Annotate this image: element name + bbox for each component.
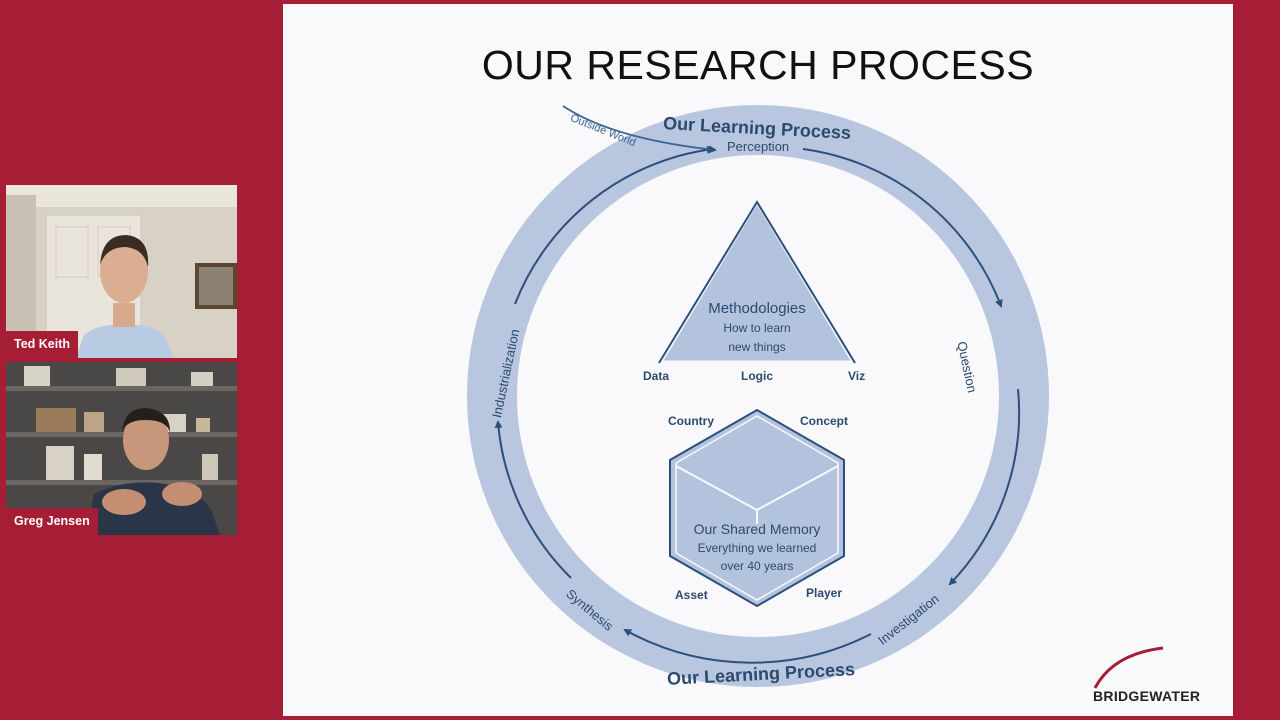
video-feed-greg-jensen	[6, 362, 237, 535]
cube-line2: over 40 years	[720, 559, 794, 573]
corner-asset: Asset	[675, 588, 708, 602]
triangle-line2: new things	[728, 340, 786, 354]
corner-concept: Concept	[800, 414, 848, 428]
arrow-question-to-investigation	[948, 388, 1021, 586]
arrow-perception-to-question	[802, 148, 1003, 308]
shared-memory-cube	[669, 408, 845, 608]
corner-player: Player	[806, 586, 843, 600]
slide-title: OUR RESEARCH PROCESS	[481, 42, 1035, 88]
participant-name: Ted Keith	[6, 331, 79, 358]
arrow-synthesis-to-industrialization	[494, 420, 572, 579]
shared-slide: OUR RESEARCH PROCESS Outside World Our L…	[283, 4, 1233, 716]
arrow-outside-world	[562, 105, 717, 154]
video-tile-greg-jensen[interactable]: Greg Jensen	[6, 362, 237, 535]
arrow-industrialization-to-perception	[514, 145, 715, 305]
bridgewater-logo-swoosh	[1093, 646, 1164, 689]
stage-perception: Perception	[727, 139, 790, 154]
corner-viz: Viz	[848, 369, 866, 383]
cube-title: Our Shared Memory	[693, 521, 821, 537]
cube-line1: Everything we learned	[697, 541, 817, 555]
methodologies-triangle	[658, 199, 856, 364]
participant-name: Greg Jensen	[6, 508, 98, 535]
corner-country: Country	[668, 414, 714, 428]
arrow-investigation-to-synthesis	[623, 629, 872, 664]
triangle-line1: How to learn	[723, 321, 791, 335]
research-process-diagram	[467, 105, 1164, 689]
bridgewater-logo: BRIDGEWATER	[1093, 688, 1201, 704]
corner-logic: Logic	[741, 369, 773, 383]
triangle-title: Methodologies	[708, 300, 806, 317]
video-tile-ted-keith[interactable]: Ted Keith	[6, 185, 237, 358]
corner-data: Data	[643, 369, 670, 383]
